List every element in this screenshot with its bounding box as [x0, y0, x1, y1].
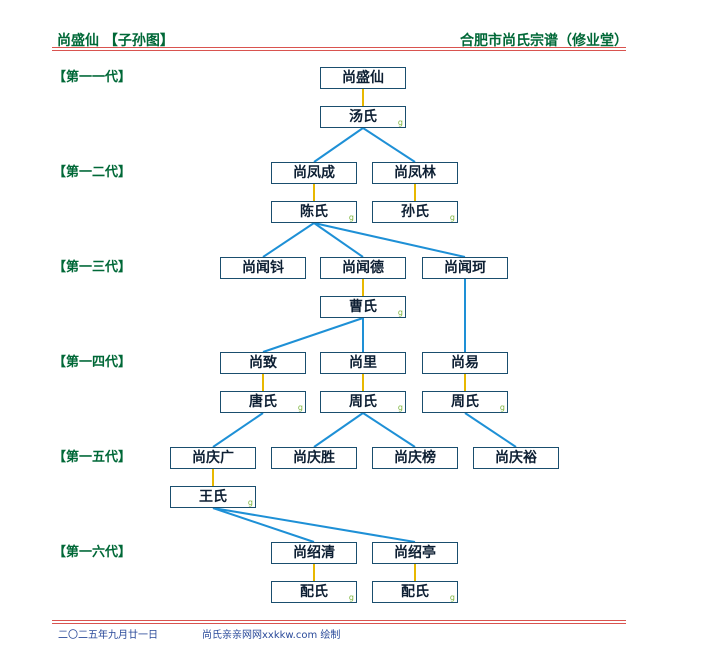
spouse-node[interactable]: 周氏 g	[320, 391, 406, 413]
spouse-name: 唐氏	[249, 394, 277, 410]
person-name: 尚凤成	[293, 165, 335, 181]
person-node[interactable]: 尚凤成	[271, 162, 357, 184]
spouse-mark-icon: g	[297, 403, 303, 412]
person-name: 尚里	[349, 355, 377, 371]
child-link	[212, 507, 315, 543]
person-name: 尚易	[451, 355, 479, 371]
spouse-mark-icon: g	[247, 498, 253, 507]
spouse-node[interactable]: 曹氏 g	[320, 296, 406, 318]
spouse-name: 孙氏	[401, 204, 429, 220]
person-node[interactable]: 尚庆榜	[372, 447, 458, 469]
person-node[interactable]: 尚庆裕	[473, 447, 559, 469]
header-rule-bottom	[52, 50, 626, 51]
spouse-node[interactable]: 陈氏 g	[271, 201, 357, 223]
generation-label: 【第一四代】	[53, 355, 132, 370]
person-node[interactable]: 尚闻珂	[422, 257, 508, 279]
person-node[interactable]: 尚致	[220, 352, 306, 374]
spouse-name: 曹氏	[349, 299, 377, 315]
person-node[interactable]: 尚里	[320, 352, 406, 374]
spouse-name: 周氏	[451, 394, 479, 410]
spouse-mark-icon: g	[397, 118, 403, 127]
footer-rule-top	[52, 620, 626, 621]
spouse-node[interactable]: 孙氏 g	[372, 201, 458, 223]
person-node[interactable]: 尚凤林	[372, 162, 458, 184]
person-name: 尚闻钭	[242, 260, 284, 276]
spouse-node[interactable]: 王氏 g	[170, 486, 256, 508]
spouse-node[interactable]: 配氏 g	[271, 581, 357, 603]
generation-label: 【第一三代】	[53, 260, 132, 275]
person-name: 尚致	[249, 355, 277, 371]
child-link	[464, 412, 517, 448]
person-name: 尚闻珂	[444, 260, 486, 276]
person-node[interactable]: 尚闻德	[320, 257, 406, 279]
genealogy-source-title: 合肥市尚氏宗谱（修业堂）	[460, 33, 628, 49]
person-name: 尚绍亭	[394, 545, 436, 561]
person-node[interactable]: 尚庆广	[170, 447, 256, 469]
person-node[interactable]: 尚绍亭	[372, 542, 458, 564]
generation-label: 【第一一代】	[53, 70, 132, 85]
child-link	[262, 222, 315, 258]
footer-credit: 尚氏亲亲网网xxkkw.com 绘制	[202, 630, 341, 641]
footer-date: 二〇二五年九月廿一日	[58, 630, 158, 641]
person-node[interactable]: 尚闻钭	[220, 257, 306, 279]
child-link	[362, 127, 416, 163]
generation-label: 【第一六代】	[53, 545, 132, 560]
spouse-mark-icon: g	[348, 593, 354, 602]
person-name: 尚庆榜	[394, 450, 436, 466]
spouse-mark-icon: g	[397, 308, 403, 317]
person-node[interactable]: 尚绍清	[271, 542, 357, 564]
page-title: 尚盛仙 【子孙图】	[57, 33, 174, 49]
person-node[interactable]: 尚庆胜	[271, 447, 357, 469]
spouse-name: 王氏	[199, 489, 227, 505]
person-name: 尚绍清	[293, 545, 335, 561]
spouse-mark-icon: g	[449, 213, 455, 222]
child-link	[313, 127, 364, 163]
child-link	[362, 412, 416, 448]
person-node[interactable]: 尚易	[422, 352, 508, 374]
spouse-name: 配氏	[401, 584, 429, 600]
child-link	[313, 412, 364, 448]
spouse-name: 陈氏	[300, 204, 328, 220]
child-link	[313, 222, 364, 258]
person-node[interactable]: 尚盛仙	[320, 67, 406, 89]
child-link	[262, 317, 364, 353]
person-name: 尚庆广	[192, 450, 234, 466]
spouse-name: 配氏	[300, 584, 328, 600]
person-name: 尚闻德	[342, 260, 384, 276]
child-link	[212, 507, 416, 543]
spouse-node[interactable]: 汤氏 g	[320, 106, 406, 128]
spouse-mark-icon: g	[348, 213, 354, 222]
spouse-node[interactable]: 配氏 g	[372, 581, 458, 603]
footer-rule-bottom	[52, 623, 626, 624]
child-link	[313, 222, 466, 258]
child-link	[212, 412, 264, 448]
person-name: 尚盛仙	[342, 70, 384, 86]
person-name: 尚庆胜	[293, 450, 335, 466]
generation-label: 【第一二代】	[53, 165, 132, 180]
spouse-mark-icon: g	[499, 403, 505, 412]
spouse-name: 周氏	[349, 394, 377, 410]
generation-label: 【第一五代】	[53, 450, 132, 465]
person-name: 尚凤林	[394, 165, 436, 181]
spouse-mark-icon: g	[397, 403, 403, 412]
header-rule-top	[52, 47, 626, 48]
spouse-name: 汤氏	[349, 109, 377, 125]
person-name: 尚庆裕	[495, 450, 537, 466]
spouse-mark-icon: g	[449, 593, 455, 602]
spouse-node[interactable]: 周氏 g	[422, 391, 508, 413]
spouse-node[interactable]: 唐氏 g	[220, 391, 306, 413]
